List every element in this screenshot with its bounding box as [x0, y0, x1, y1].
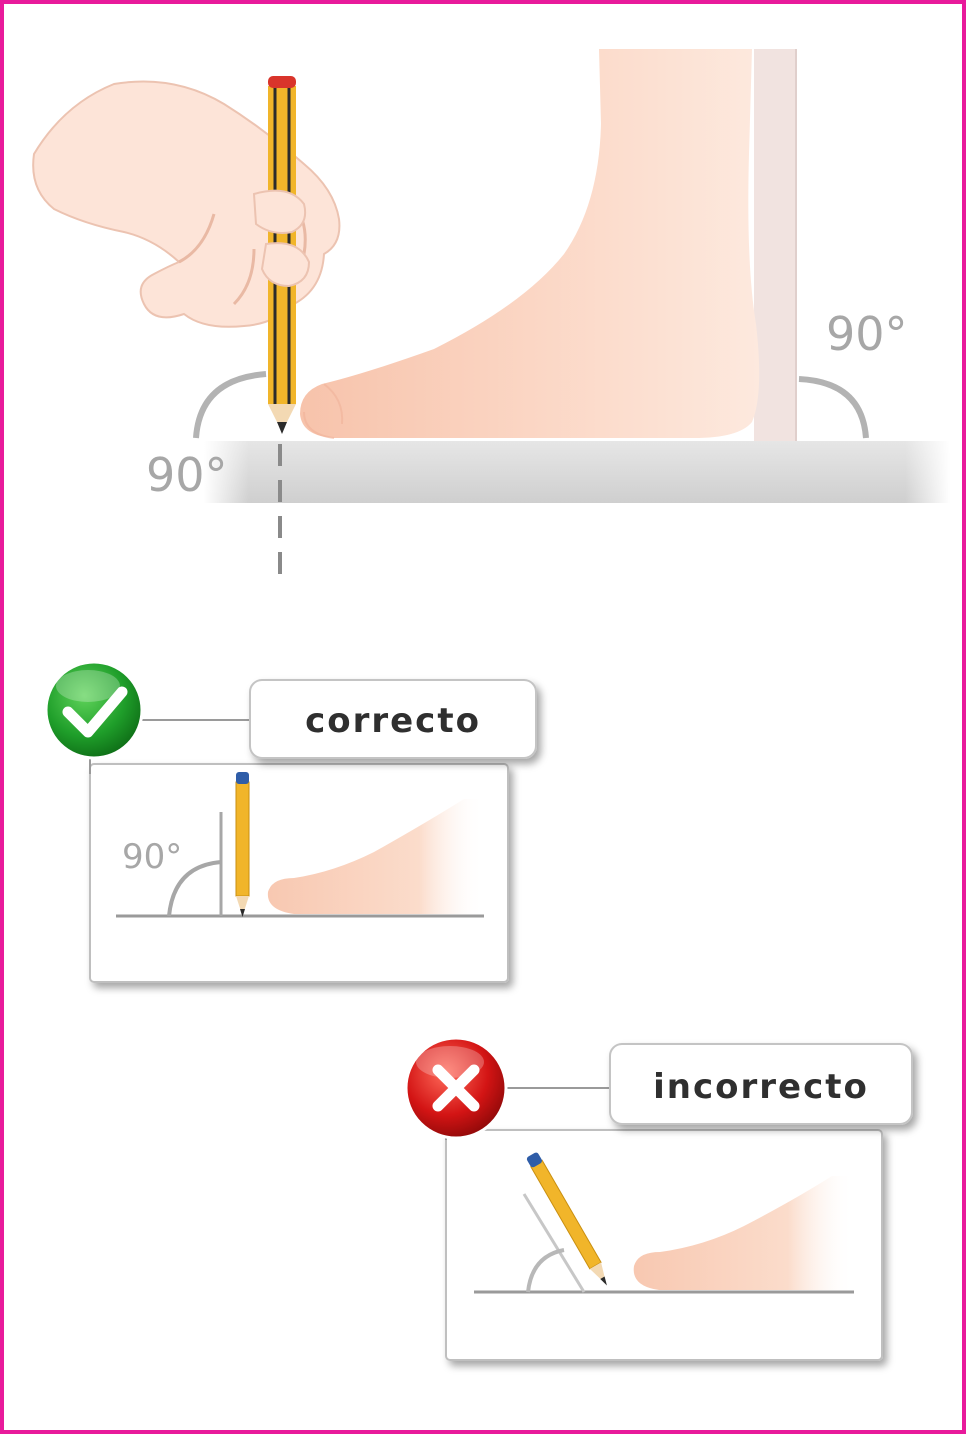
correct-example-card: [89, 763, 509, 983]
correct-pencil: [235, 772, 250, 917]
wall: [754, 49, 796, 441]
checkmark-icon: [44, 660, 144, 760]
correct-example: 90° correcto: [44, 660, 537, 983]
incorrect-label: incorrecto: [653, 1067, 869, 1107]
correct-angle-label: 90°: [122, 837, 182, 877]
left-angle-label: 90°: [146, 448, 228, 502]
right-angle-label: 90°: [826, 307, 908, 361]
right-angle-arc: [798, 376, 869, 439]
incorrect-label-box: [609, 1043, 913, 1125]
cross-icon: [404, 1036, 508, 1140]
incorrect-example: incorrecto: [404, 1036, 913, 1361]
incorrect-pencil: [526, 1152, 607, 1286]
correct-foot: [267, 799, 484, 914]
foot: [300, 49, 760, 438]
correct-label-box: [249, 679, 537, 759]
foot-measurement-diagram: 90° 90° 90°: [32, 49, 950, 1361]
correct-label: correcto: [305, 701, 481, 741]
left-angle-arc: [193, 371, 267, 439]
incorrect-foot: [633, 1176, 854, 1290]
